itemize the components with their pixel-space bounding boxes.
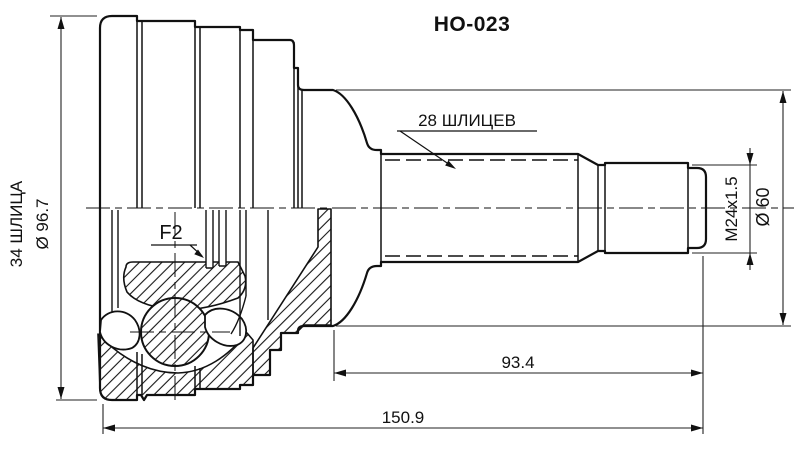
centerlines xyxy=(86,207,794,404)
dimension-arrowheads xyxy=(57,17,787,432)
inner-race-bore-slots xyxy=(205,210,227,269)
thread-dim-label: M24x1.5 xyxy=(722,176,741,241)
outer-diameter-dim-label: Ø 96.7 xyxy=(33,198,52,249)
inner-splines-callout: 34 ШЛИЦА xyxy=(7,180,26,267)
cage-section-left xyxy=(99,310,141,351)
shoulder-diameter-dim-label: Ø 60 xyxy=(753,187,773,226)
part-code-label: HO-023 xyxy=(434,13,511,36)
inner-race-section xyxy=(122,261,247,311)
shaft-splines-callout: 28 ШЛИЦЕВ xyxy=(418,111,516,130)
boot-groove-edges xyxy=(136,18,303,395)
callout-leaders xyxy=(151,130,537,257)
spline-callout-leader xyxy=(399,130,454,168)
total-length-dim-label: 150.9 xyxy=(382,408,425,427)
dimension-lines xyxy=(50,15,791,434)
cavity-inner-edges xyxy=(111,210,269,336)
groove-callout: F2 xyxy=(159,222,182,244)
leader-arrowheads xyxy=(194,160,456,258)
shaft-length-dim-label: 93.4 xyxy=(501,353,534,372)
spline-root-lines xyxy=(385,159,578,257)
cage-section-right xyxy=(204,307,248,347)
